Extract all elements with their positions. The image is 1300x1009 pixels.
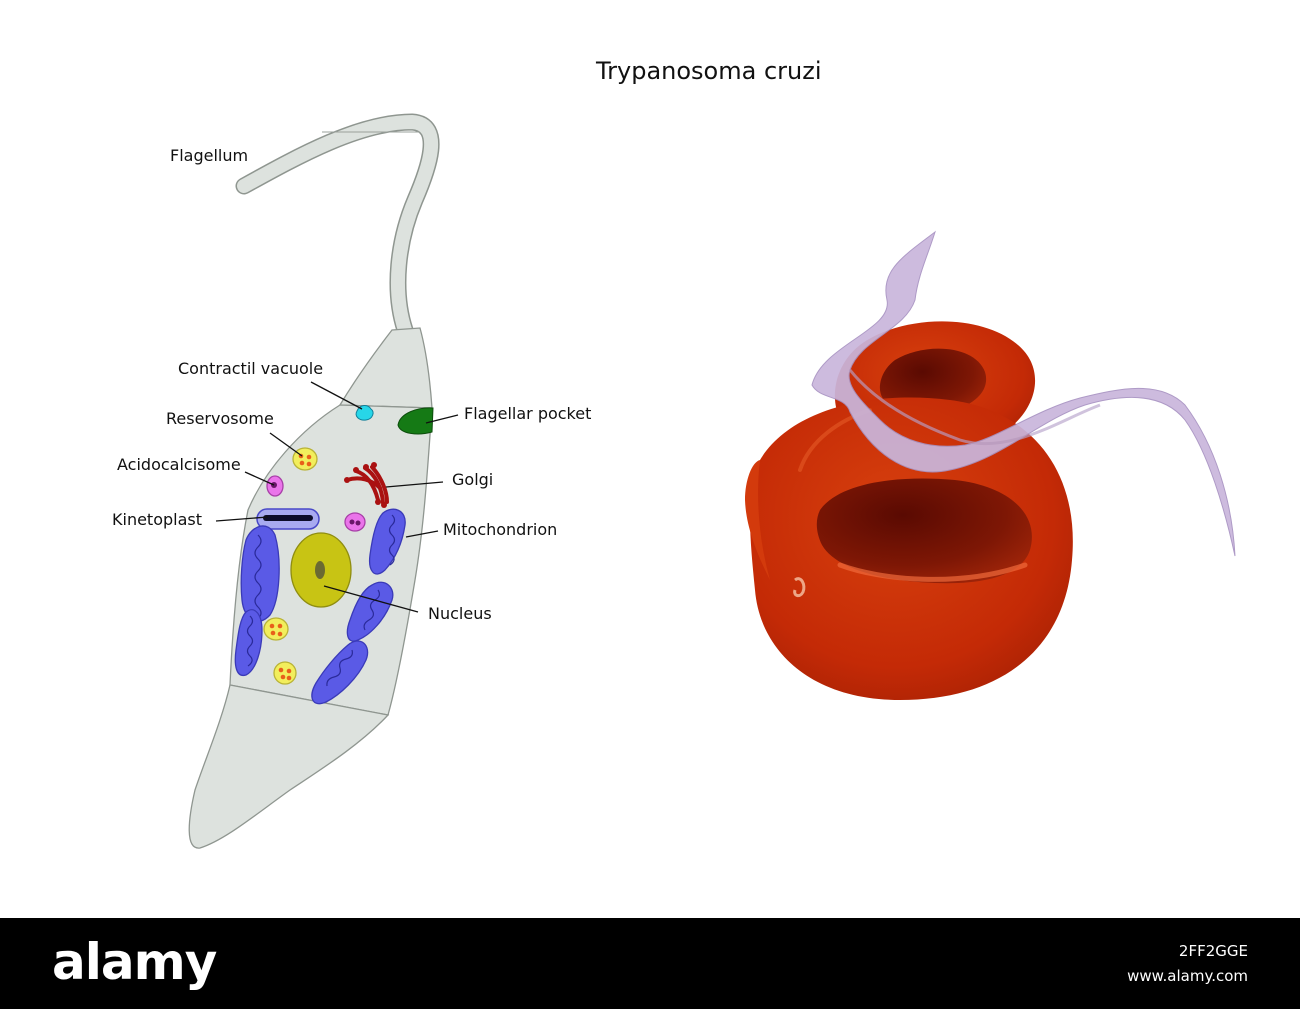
diagram-title: Trypanosoma cruzi — [595, 57, 821, 85]
label-reservosome: Reservosome — [166, 409, 274, 428]
cell-anterior — [338, 327, 433, 409]
label-flagellar-pocket: Flagellar pocket — [464, 404, 591, 423]
label-kinetoplast: Kinetoplast — [112, 510, 202, 529]
footer-bar: alamy 2FF2GGE www.alamy.com — [0, 918, 1300, 1009]
leader-mitochondrion — [405, 530, 439, 538]
red-blood-cell-illustration — [745, 230, 1236, 700]
leader-nucleus — [323, 585, 419, 613]
acidocalcisome — [266, 475, 366, 532]
leader-golgi — [385, 481, 444, 488]
golgi — [344, 462, 389, 508]
leader-contractile-vacuole — [310, 381, 363, 410]
label-mitochondrion: Mitochondrion — [443, 520, 557, 539]
red-blood-cell-front — [745, 397, 1073, 700]
brand-logo: alamy — [52, 933, 217, 991]
leader-reservosome — [269, 432, 303, 457]
trypanosome-parasite — [811, 230, 1236, 557]
reservosome — [263, 447, 318, 685]
label-nucleus: Nucleus — [428, 604, 492, 623]
leader-flagellar-pocket — [425, 414, 459, 424]
contractile-vacuole — [355, 405, 374, 421]
label-contractile-vacuole: Contractil vacuole — [178, 359, 323, 378]
label-golgi: Golgi — [452, 470, 493, 489]
flagellar-pocket — [397, 407, 434, 435]
leader-kinetoplast — [215, 516, 269, 522]
leader-acidocalcisome — [244, 471, 275, 486]
image-id: 2FF2GGE — [1178, 942, 1248, 960]
label-flagellum: Flagellum — [170, 146, 248, 165]
mitochondrion — [234, 508, 406, 705]
diagram-canvas: Trypanosoma cruzi — [112, 57, 1236, 849]
nucleus — [290, 532, 352, 608]
kinetoplast — [256, 508, 320, 530]
trypanosome-cell — [188, 113, 440, 849]
cell-posterior — [188, 684, 390, 849]
label-acidocalcisome: Acidocalcisome — [117, 455, 241, 474]
site-url: www.alamy.com — [1127, 967, 1248, 985]
